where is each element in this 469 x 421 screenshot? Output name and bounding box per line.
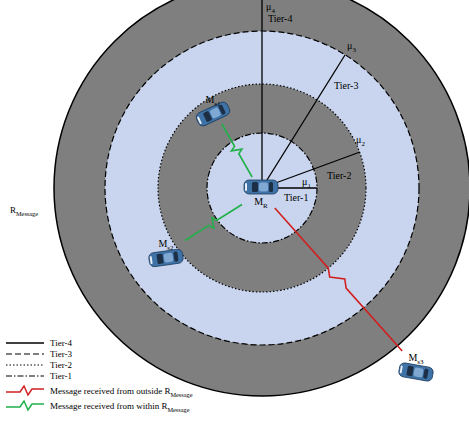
car-icon <box>397 360 436 384</box>
vehicle-node: Ms3 <box>398 352 434 381</box>
subscript: s1 <box>214 100 220 108</box>
symbol-label: μ3 <box>347 40 356 51</box>
vehicle-label: Ms3 <box>408 352 423 363</box>
tier-label: Tier-2 <box>327 170 351 181</box>
legend-sample <box>6 386 44 395</box>
vehicle-node: Ms2 <box>148 238 184 267</box>
vehicle-label: MR <box>254 196 268 207</box>
subscript: 2 <box>361 140 365 148</box>
legend-sample <box>6 353 44 354</box>
radius-line <box>262 55 345 188</box>
symbol-label: μ4 <box>266 1 275 12</box>
subscript: Message <box>170 391 192 398</box>
symbol-label: μ1 <box>302 176 311 187</box>
legend-text: Message received from outside RMessage <box>50 386 193 396</box>
legend-text: Tier-4 <box>50 338 72 348</box>
symbol-label: μ2 <box>356 134 365 145</box>
message-link <box>222 124 252 177</box>
subscript: Message <box>167 406 189 413</box>
subscript: 3 <box>352 46 356 54</box>
legend-sample <box>6 364 44 365</box>
car-icon <box>147 247 185 270</box>
tier-label: Tier-1 <box>284 192 308 203</box>
tier-4-circle <box>54 0 469 396</box>
vehicle-node: Ms1 <box>195 94 231 123</box>
message-link <box>275 208 402 351</box>
vehicle-label: Ms2 <box>158 238 173 249</box>
legend-sample <box>6 342 44 343</box>
tier-label: Tier-3 <box>334 80 358 91</box>
vehicle-label: Ms1 <box>205 94 220 105</box>
subscript: s3 <box>417 358 423 366</box>
radius-line <box>261 0 262 188</box>
car-icon <box>243 178 279 196</box>
legend-text: Message received from within RMessage <box>50 401 190 411</box>
legend-sample <box>6 375 44 376</box>
legend-sample <box>6 401 44 410</box>
subscript: 1 <box>307 182 311 190</box>
vehicle-node: MR <box>243 178 279 207</box>
symbol-label: RMessage <box>10 205 38 216</box>
tier-label: Tier-4 <box>268 13 292 24</box>
legend-text: Tier-2 <box>50 360 72 370</box>
legend-text: Tier-1 <box>50 371 72 381</box>
message-link <box>185 205 242 241</box>
legend-text: Tier-3 <box>50 349 72 359</box>
subscript: Message <box>16 210 38 217</box>
subscript: R <box>263 202 268 210</box>
subscript: s2 <box>167 244 173 252</box>
